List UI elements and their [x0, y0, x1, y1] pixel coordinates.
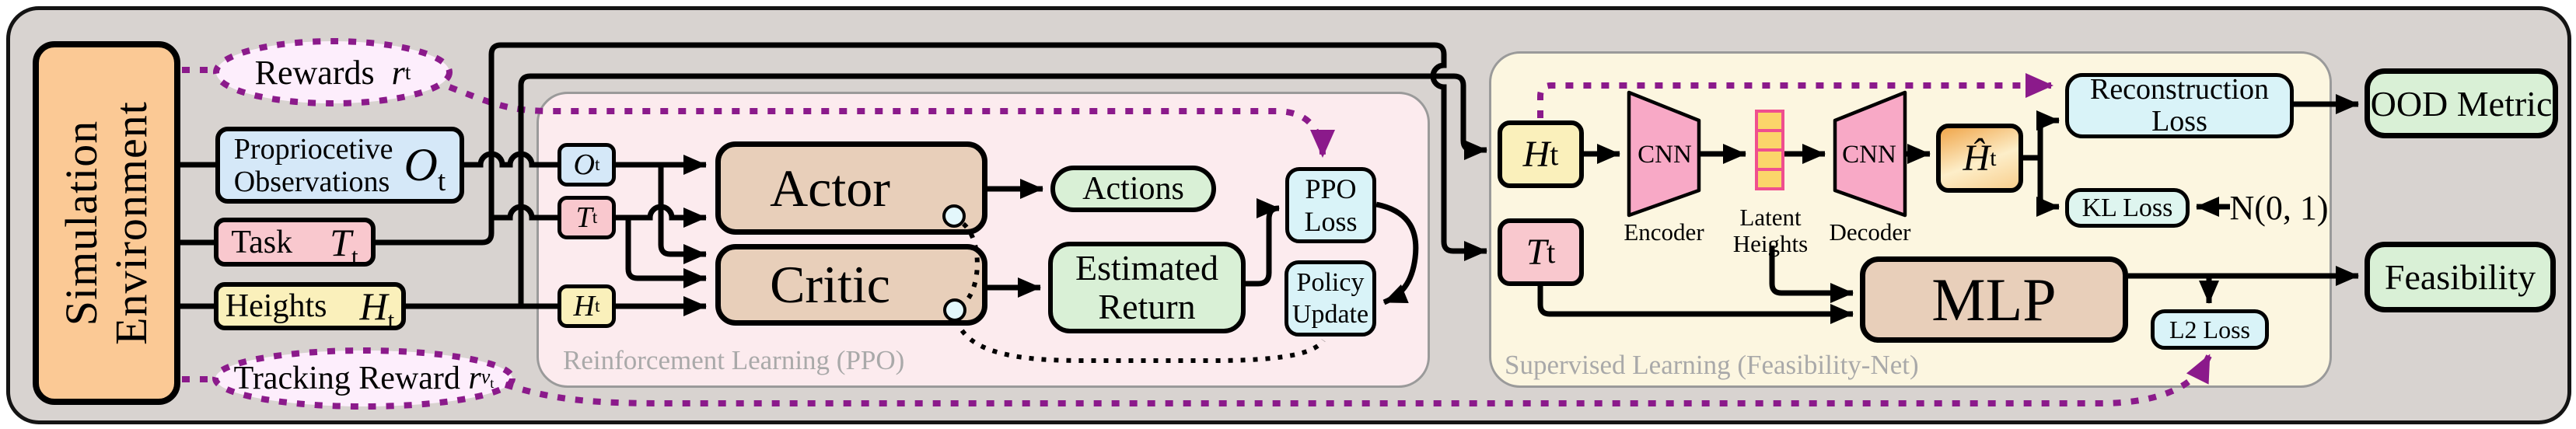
latent-heights-stack: [1755, 110, 1784, 190]
heights-symbol: Ht: [359, 284, 395, 333]
proprioceptive-observations-box: Propriocetive Observations Ot: [215, 127, 464, 204]
observations-symbol: Ot: [404, 139, 446, 197]
heights-label: Heights: [225, 288, 327, 324]
sl-caption: Supervised Learning (Feasibility-Net): [1505, 350, 1919, 380]
feasibility-box: Feasibility: [2365, 242, 2556, 312]
decoder-label: Decoder: [1829, 218, 1911, 246]
encoder-cnn-label: CNN: [1638, 141, 1692, 169]
normal-distribution-label: N(0, 1): [2229, 188, 2329, 227]
simulation-environment-box: Simulation Environment: [33, 41, 180, 405]
latent-cell: [1755, 168, 1784, 190]
observations-label: Propriocetive Observations: [233, 132, 393, 198]
heights-box: Heights Ht: [214, 282, 406, 333]
l2-loss-box: L2 Loss: [2151, 309, 2269, 350]
ood-metric-box: OOD Metric: [2365, 68, 2558, 138]
critic-box: Critic: [715, 244, 987, 326]
task-box: Task Tt: [214, 218, 376, 270]
mlp-box: MLP: [1860, 256, 2128, 343]
encoder-label: Encoder: [1624, 218, 1704, 246]
task-label: Task: [231, 224, 293, 260]
rl-caption: Reinforcement Learning (PPO): [563, 345, 905, 375]
decoder-cnn-label: CNN: [1842, 141, 1896, 169]
task-symbol: Tt: [330, 220, 358, 270]
simulation-environment-title: Simulation Environment: [56, 101, 156, 345]
kl-loss-box: KL Loss: [2065, 188, 2190, 228]
actions-box: Actions: [1050, 166, 1216, 212]
actor-box: Actor: [715, 141, 987, 235]
